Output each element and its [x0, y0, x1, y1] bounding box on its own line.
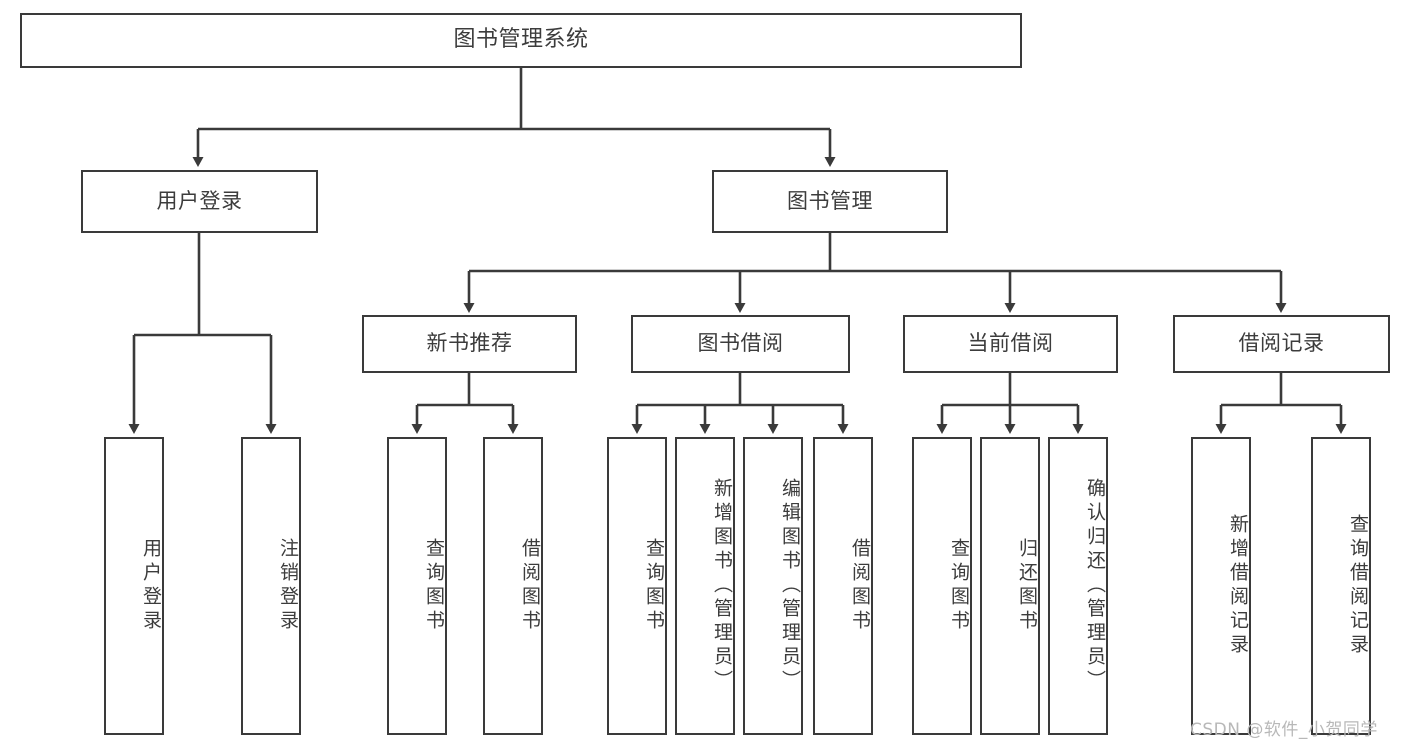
node-root-label: 图书管理系统 [453, 27, 589, 53]
node-borrow-record-label: 借阅记录 [1238, 331, 1325, 356]
node-leaf-query-book-current[interactable]: 查询图书 [912, 437, 972, 735]
node-new-book-recommend[interactable]: 新书推荐 [362, 315, 577, 373]
node-leaf-add-book-admin-label: 新增图书（管理员） [711, 478, 733, 694]
node-leaf-add-borrow-record-label: 新增借阅记录 [1227, 514, 1249, 658]
node-current-borrow[interactable]: 当前借阅 [903, 315, 1118, 373]
node-leaf-add-borrow-record[interactable]: 新增借阅记录 [1191, 437, 1251, 735]
node-leaf-query-borrow-record[interactable]: 查询借阅记录 [1311, 437, 1371, 735]
node-leaf-edit-book-admin[interactable]: 编辑图书（管理员） [743, 437, 803, 735]
node-leaf-query-book-recommend[interactable]: 查询图书 [387, 437, 447, 735]
node-user-login[interactable]: 用户登录 [81, 170, 318, 233]
node-leaf-edit-book-admin-label: 编辑图书（管理员） [779, 478, 801, 694]
node-leaf-borrow-book-label: 借阅图书 [849, 538, 871, 634]
node-book-management[interactable]: 图书管理 [712, 170, 948, 233]
node-new-book-recommend-label: 新书推荐 [426, 331, 513, 356]
node-leaf-query-borrow-record-label: 查询借阅记录 [1347, 514, 1369, 658]
node-leaf-logout[interactable]: 注销登录 [241, 437, 301, 735]
node-current-borrow-label: 当前借阅 [967, 331, 1054, 356]
node-root[interactable]: 图书管理系统 [20, 13, 1022, 68]
node-leaf-query-book-borrow[interactable]: 查询图书 [607, 437, 667, 735]
node-book-borrow-label: 图书借阅 [697, 331, 784, 356]
watermark-text: CSDN @软件_小贺同学 [1190, 720, 1378, 740]
node-leaf-return-book-label: 归还图书 [1016, 538, 1038, 634]
node-leaf-borrow-book[interactable]: 借阅图书 [813, 437, 873, 735]
node-book-management-label: 图书管理 [787, 188, 873, 213]
node-leaf-user-login-label: 用户登录 [140, 538, 162, 634]
node-leaf-borrow-book-recommend[interactable]: 借阅图书 [483, 437, 543, 735]
node-book-borrow[interactable]: 图书借阅 [631, 315, 850, 373]
node-borrow-record[interactable]: 借阅记录 [1173, 315, 1390, 373]
node-leaf-return-book[interactable]: 归还图书 [980, 437, 1040, 735]
node-leaf-user-login[interactable]: 用户登录 [104, 437, 164, 735]
node-user-login-label: 用户登录 [156, 188, 243, 213]
node-leaf-add-book-admin[interactable]: 新增图书（管理员） [675, 437, 735, 735]
node-leaf-borrow-book-recommend-label: 借阅图书 [519, 538, 541, 634]
node-leaf-query-book-current-label: 查询图书 [948, 538, 970, 634]
node-leaf-confirm-return-admin[interactable]: 确认归还（管理员） [1048, 437, 1108, 735]
node-leaf-query-book-recommend-label: 查询图书 [423, 538, 445, 634]
node-leaf-confirm-return-admin-label: 确认归还（管理员） [1084, 478, 1106, 694]
node-leaf-query-book-borrow-label: 查询图书 [643, 538, 665, 634]
node-leaf-logout-label: 注销登录 [277, 538, 299, 634]
